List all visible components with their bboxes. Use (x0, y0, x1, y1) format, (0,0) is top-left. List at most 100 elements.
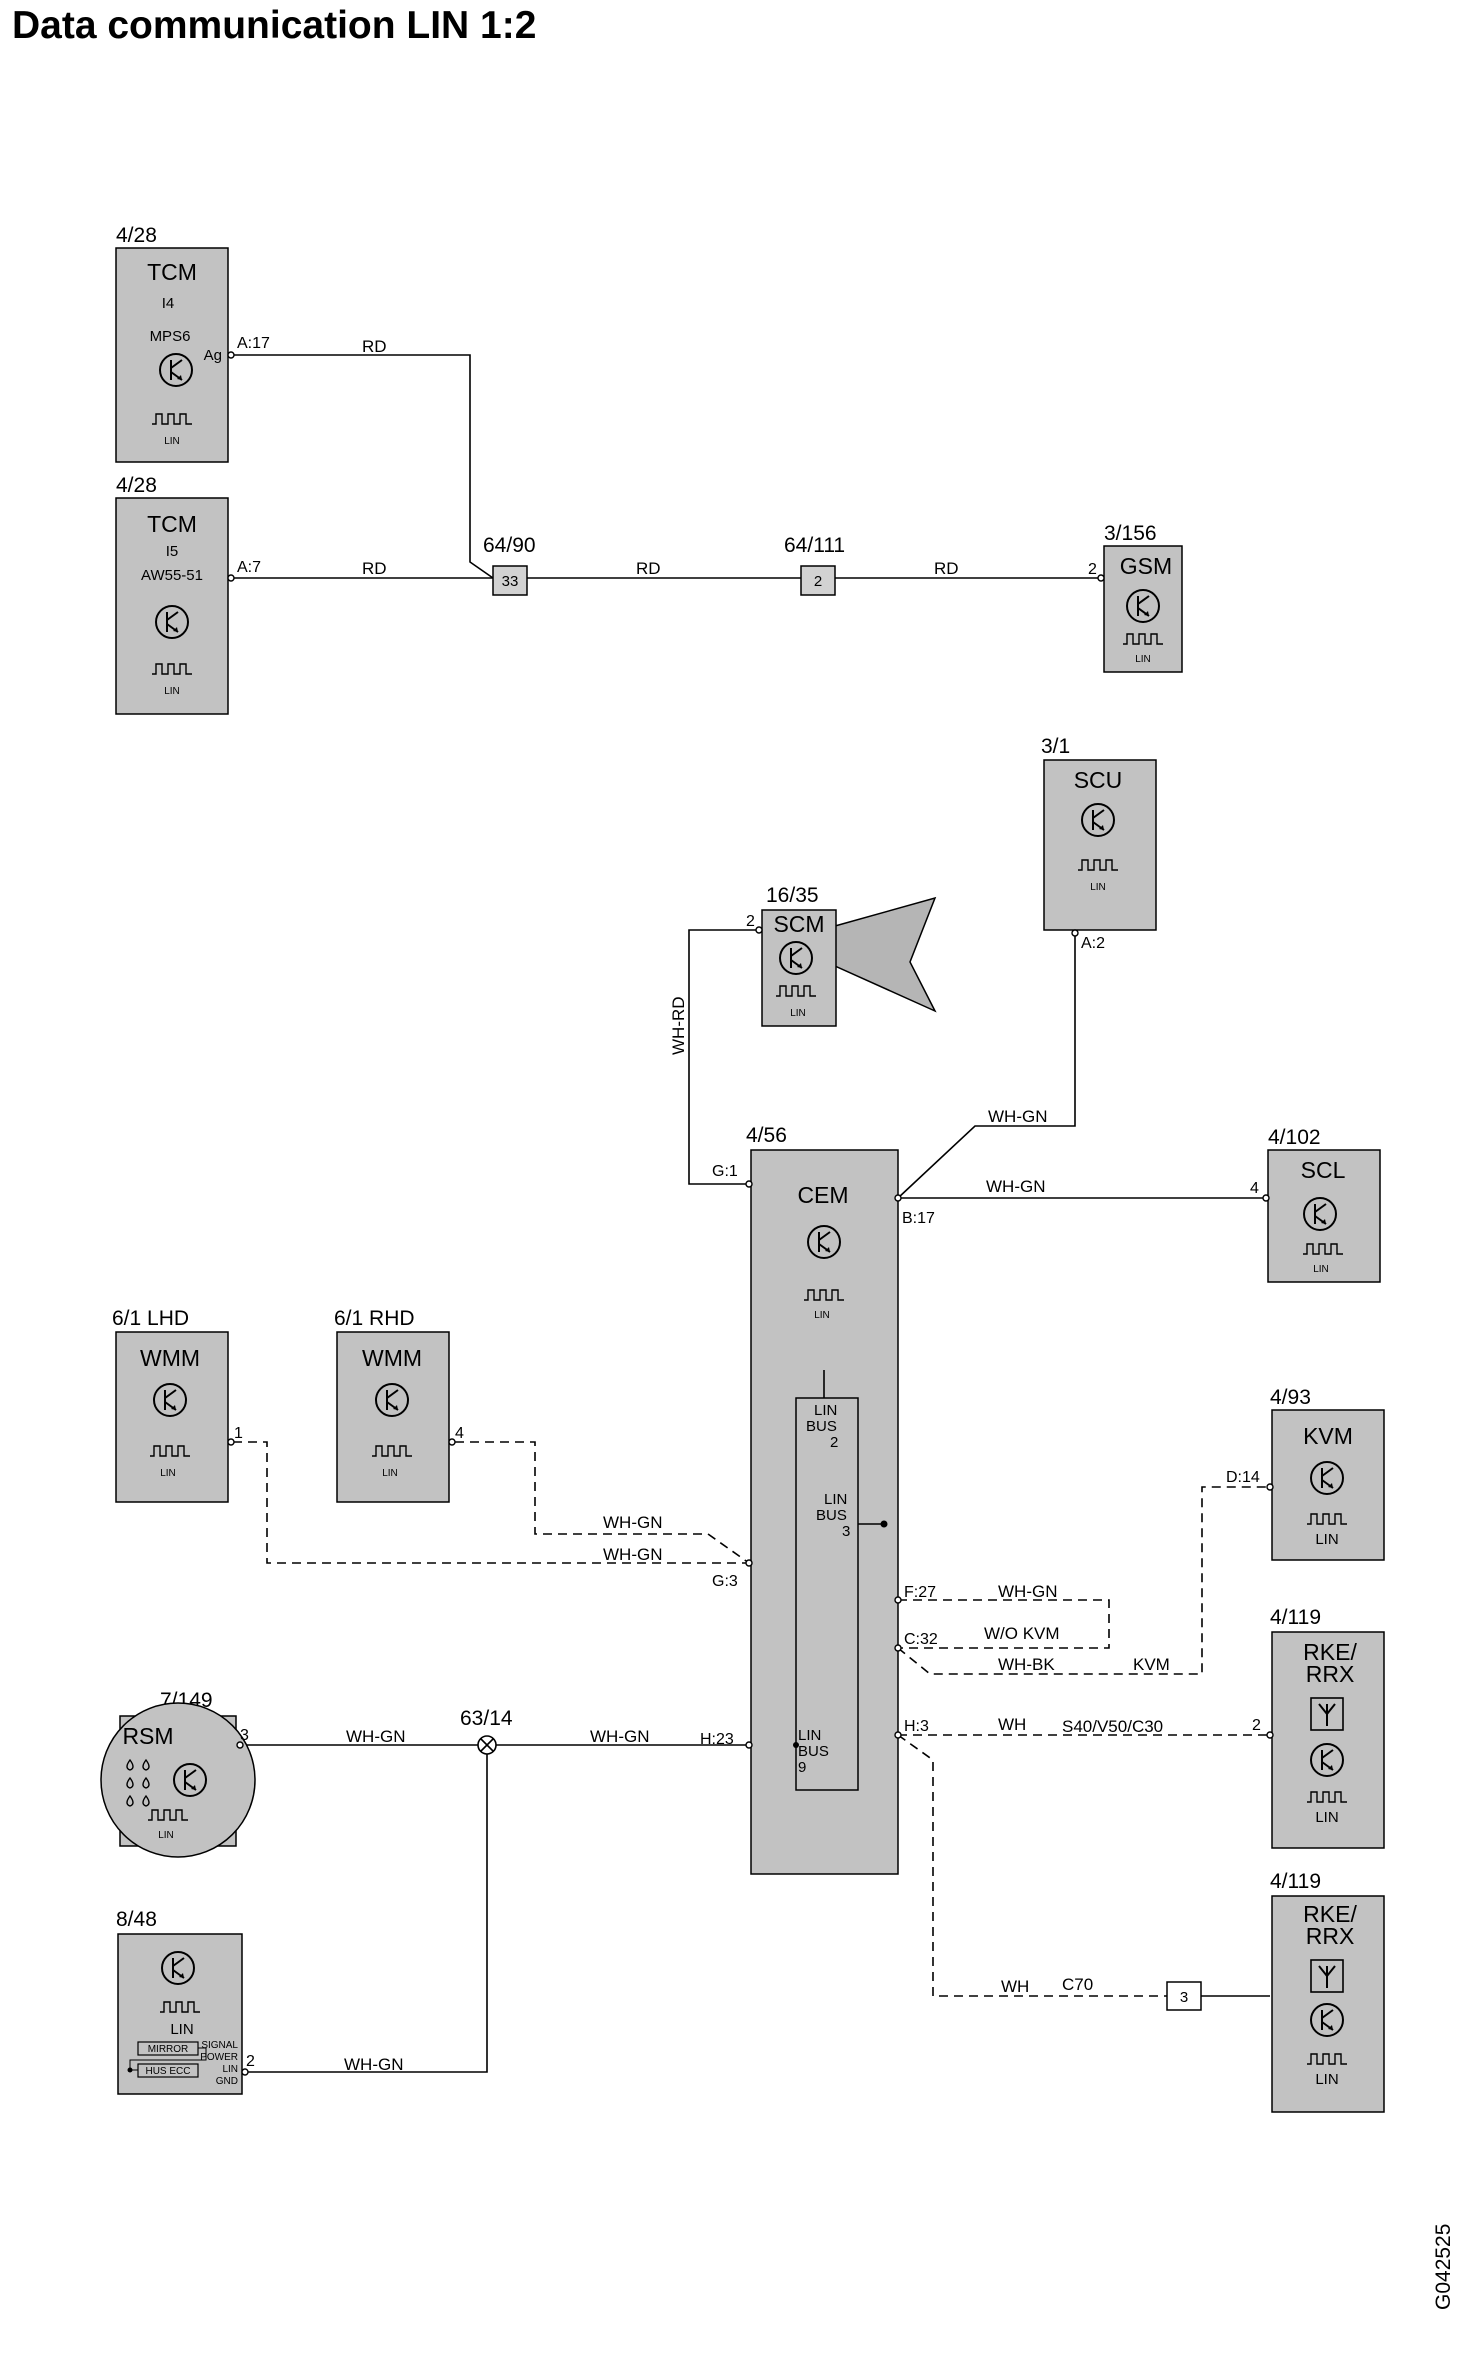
wire-f27-loop (898, 1599, 1110, 1649)
mirror-ref: 8/48 (116, 1908, 157, 1931)
scm-lin: LIN (790, 1008, 806, 1019)
tcm-module-2: 4/28 TCM I5 AW55-51 LIN A:7 (115, 474, 261, 715)
rke-rrx-module-1: 4/119 RKE/ RRX LIN 2 (1252, 1606, 1385, 1849)
cem-bus3-l3: 3 (842, 1523, 850, 1540)
cem-bus9-l3: 9 (798, 1759, 806, 1776)
wire-scu (897, 936, 1076, 1199)
wmm-lhd-name: WMM (140, 1345, 200, 1371)
wire-wmm-rhd (455, 1441, 750, 1564)
wire-label-kvm: KVM (1133, 1655, 1170, 1674)
splice1-num: 33 (502, 573, 519, 590)
wmm-rhd-ref: 6/1 RHD (334, 1307, 415, 1330)
cem-ref: 4/56 (746, 1124, 787, 1147)
wire-label-rd2: RD (362, 559, 387, 578)
mirror-module: 8/48 LIN MIRROR HUS ECC SIGNAL POWER LIN… (116, 1908, 255, 2095)
wire-label-whbk: WH-BK (998, 1655, 1055, 1674)
wmm-rhd-lin: LIN (382, 1468, 398, 1479)
cem-bus3-l1: LIN (824, 1491, 847, 1508)
gsm-ref: 3/156 (1104, 522, 1157, 545)
wire-label-rd1: RD (362, 337, 387, 356)
speaker-horn-icon (834, 896, 937, 1013)
wire-label-whrd: WH-RD (669, 996, 688, 1055)
scm-pin: 2 (746, 913, 755, 930)
cem-module: 4/56 CEM LIN LIN BUS 2 LIN BUS 3 LIN BUS… (700, 1124, 938, 1875)
scl-name: SCL (1301, 1157, 1346, 1183)
tcm2-lin: LIN (164, 686, 180, 697)
cem-lin-bus-block (795, 1397, 859, 1791)
tcm1-ref: 4/28 (116, 224, 157, 247)
mirror-pin-gnd: GND (216, 2076, 238, 2087)
cem-pin-c32: C:32 (904, 1631, 938, 1648)
rke1-name1: RKE/ (1303, 1639, 1357, 1665)
cem-bus2-l3: 2 (830, 1434, 838, 1451)
wmm-rhd-module: 6/1 RHD WMM LIN 4 (334, 1307, 464, 1503)
scu-pin: A:2 (1081, 935, 1105, 952)
cem-pin-h3: H:3 (904, 1718, 929, 1735)
cem-name: CEM (797, 1182, 848, 1208)
rke1-lin: LIN (1315, 1809, 1338, 1826)
tcm1-line1: I4 (162, 295, 175, 312)
wire-c32-kvm (897, 1486, 1270, 1675)
splice2-num: 2 (814, 573, 822, 590)
wmm-lhd-lin: LIN (160, 1468, 176, 1479)
kvm-pin: D:14 (1226, 1469, 1260, 1486)
wire-label-rd4: RD (934, 559, 959, 578)
wire-label-rsm: WH-GN (346, 1727, 405, 1746)
splice1-ref: 64/90 (483, 534, 536, 557)
gsm-name: GSM (1120, 553, 1172, 579)
tcm2-ref: 4/28 (116, 474, 157, 497)
cem-pin-h23: H:23 (700, 1731, 734, 1748)
tcm1-name: TCM (147, 259, 197, 285)
wire-h3-c70 (897, 1734, 1167, 1997)
wire-tcm1-rd (231, 354, 494, 579)
gsm-lin: LIN (1135, 654, 1151, 665)
rke2-ref: 4/119 (1270, 1870, 1321, 1893)
kvm-module: 4/93 KVM LIN D:14 (1226, 1386, 1385, 1561)
tcm1-lin: LIN (164, 436, 180, 447)
scl-lin: LIN (1313, 1264, 1329, 1275)
cem-pin-f27: F:27 (904, 1584, 936, 1601)
wmm-lhd-module: 6/1 LHD WMM LIN 1 (112, 1307, 243, 1503)
page-title: Data communication LIN 1:2 (12, 4, 536, 47)
scu-ref: 3/1 (1041, 735, 1070, 758)
wmm-lhd-ref: 6/1 LHD (112, 1307, 189, 1330)
wire-label-mirror: WH-GN (344, 2055, 403, 2074)
wire-label-h3: WH (998, 1715, 1026, 1734)
wire-label-wmm-lhd: WH-GN (603, 1545, 662, 1564)
drawing-id: G042525 (1432, 2224, 1455, 2310)
tcm1-pin-label: Ag (204, 347, 222, 364)
scl-ref: 4/102 (1268, 1126, 1321, 1149)
hus-ecc-label: HUS ECC (145, 2066, 190, 2077)
rsm-pin: 3 (240, 1727, 249, 1744)
gsm-pin: 2 (1088, 561, 1097, 578)
wire-label-c70: C70 (1062, 1975, 1093, 1994)
rke2-name1: RKE/ (1303, 1901, 1357, 1927)
wire-label-wo-kvm: W/O KVM (984, 1624, 1060, 1643)
rke1-pin: 2 (1252, 1717, 1261, 1734)
wire-label-splice: WH-GN (590, 1727, 649, 1746)
rsm-sensor-dome (100, 1702, 256, 1858)
rsm-module: 7/149 RSM LIN 3 (100, 1689, 256, 1858)
cem-bus2-l2: BUS (806, 1418, 837, 1435)
cem-pin-g3: G:3 (712, 1573, 738, 1590)
wire-label-scu: WH-GN (988, 1107, 1047, 1126)
rke2-lin: LIN (1315, 2071, 1338, 2088)
rsm-lin: LIN (158, 1830, 174, 1841)
rke-rrx-module-2: 4/119 RKE/ RRX LIN (1270, 1870, 1385, 2113)
cem-bus3-l2: BUS (816, 1507, 847, 1524)
tcm1-line2: MPS6 (150, 328, 191, 345)
kvm-lin: LIN (1315, 1531, 1338, 1548)
scm-ref: 16/35 (766, 884, 819, 907)
rke2-name2: RRX (1306, 1923, 1355, 1949)
wire-label-rd3: RD (636, 559, 661, 578)
scu-lin: LIN (1090, 882, 1106, 893)
wire-label-c70-wh: WH (1001, 1977, 1029, 1996)
scu-name: SCU (1074, 767, 1123, 793)
splice-64-111: 64/111 2 (784, 534, 845, 596)
wire-label-f27: WH-GN (998, 1582, 1057, 1601)
splice3-ref: 63/14 (460, 1707, 513, 1730)
cem-pin-b17: B:17 (902, 1210, 935, 1227)
rsm-name: RSM (122, 1723, 173, 1749)
wire-mirror (245, 1745, 488, 2073)
